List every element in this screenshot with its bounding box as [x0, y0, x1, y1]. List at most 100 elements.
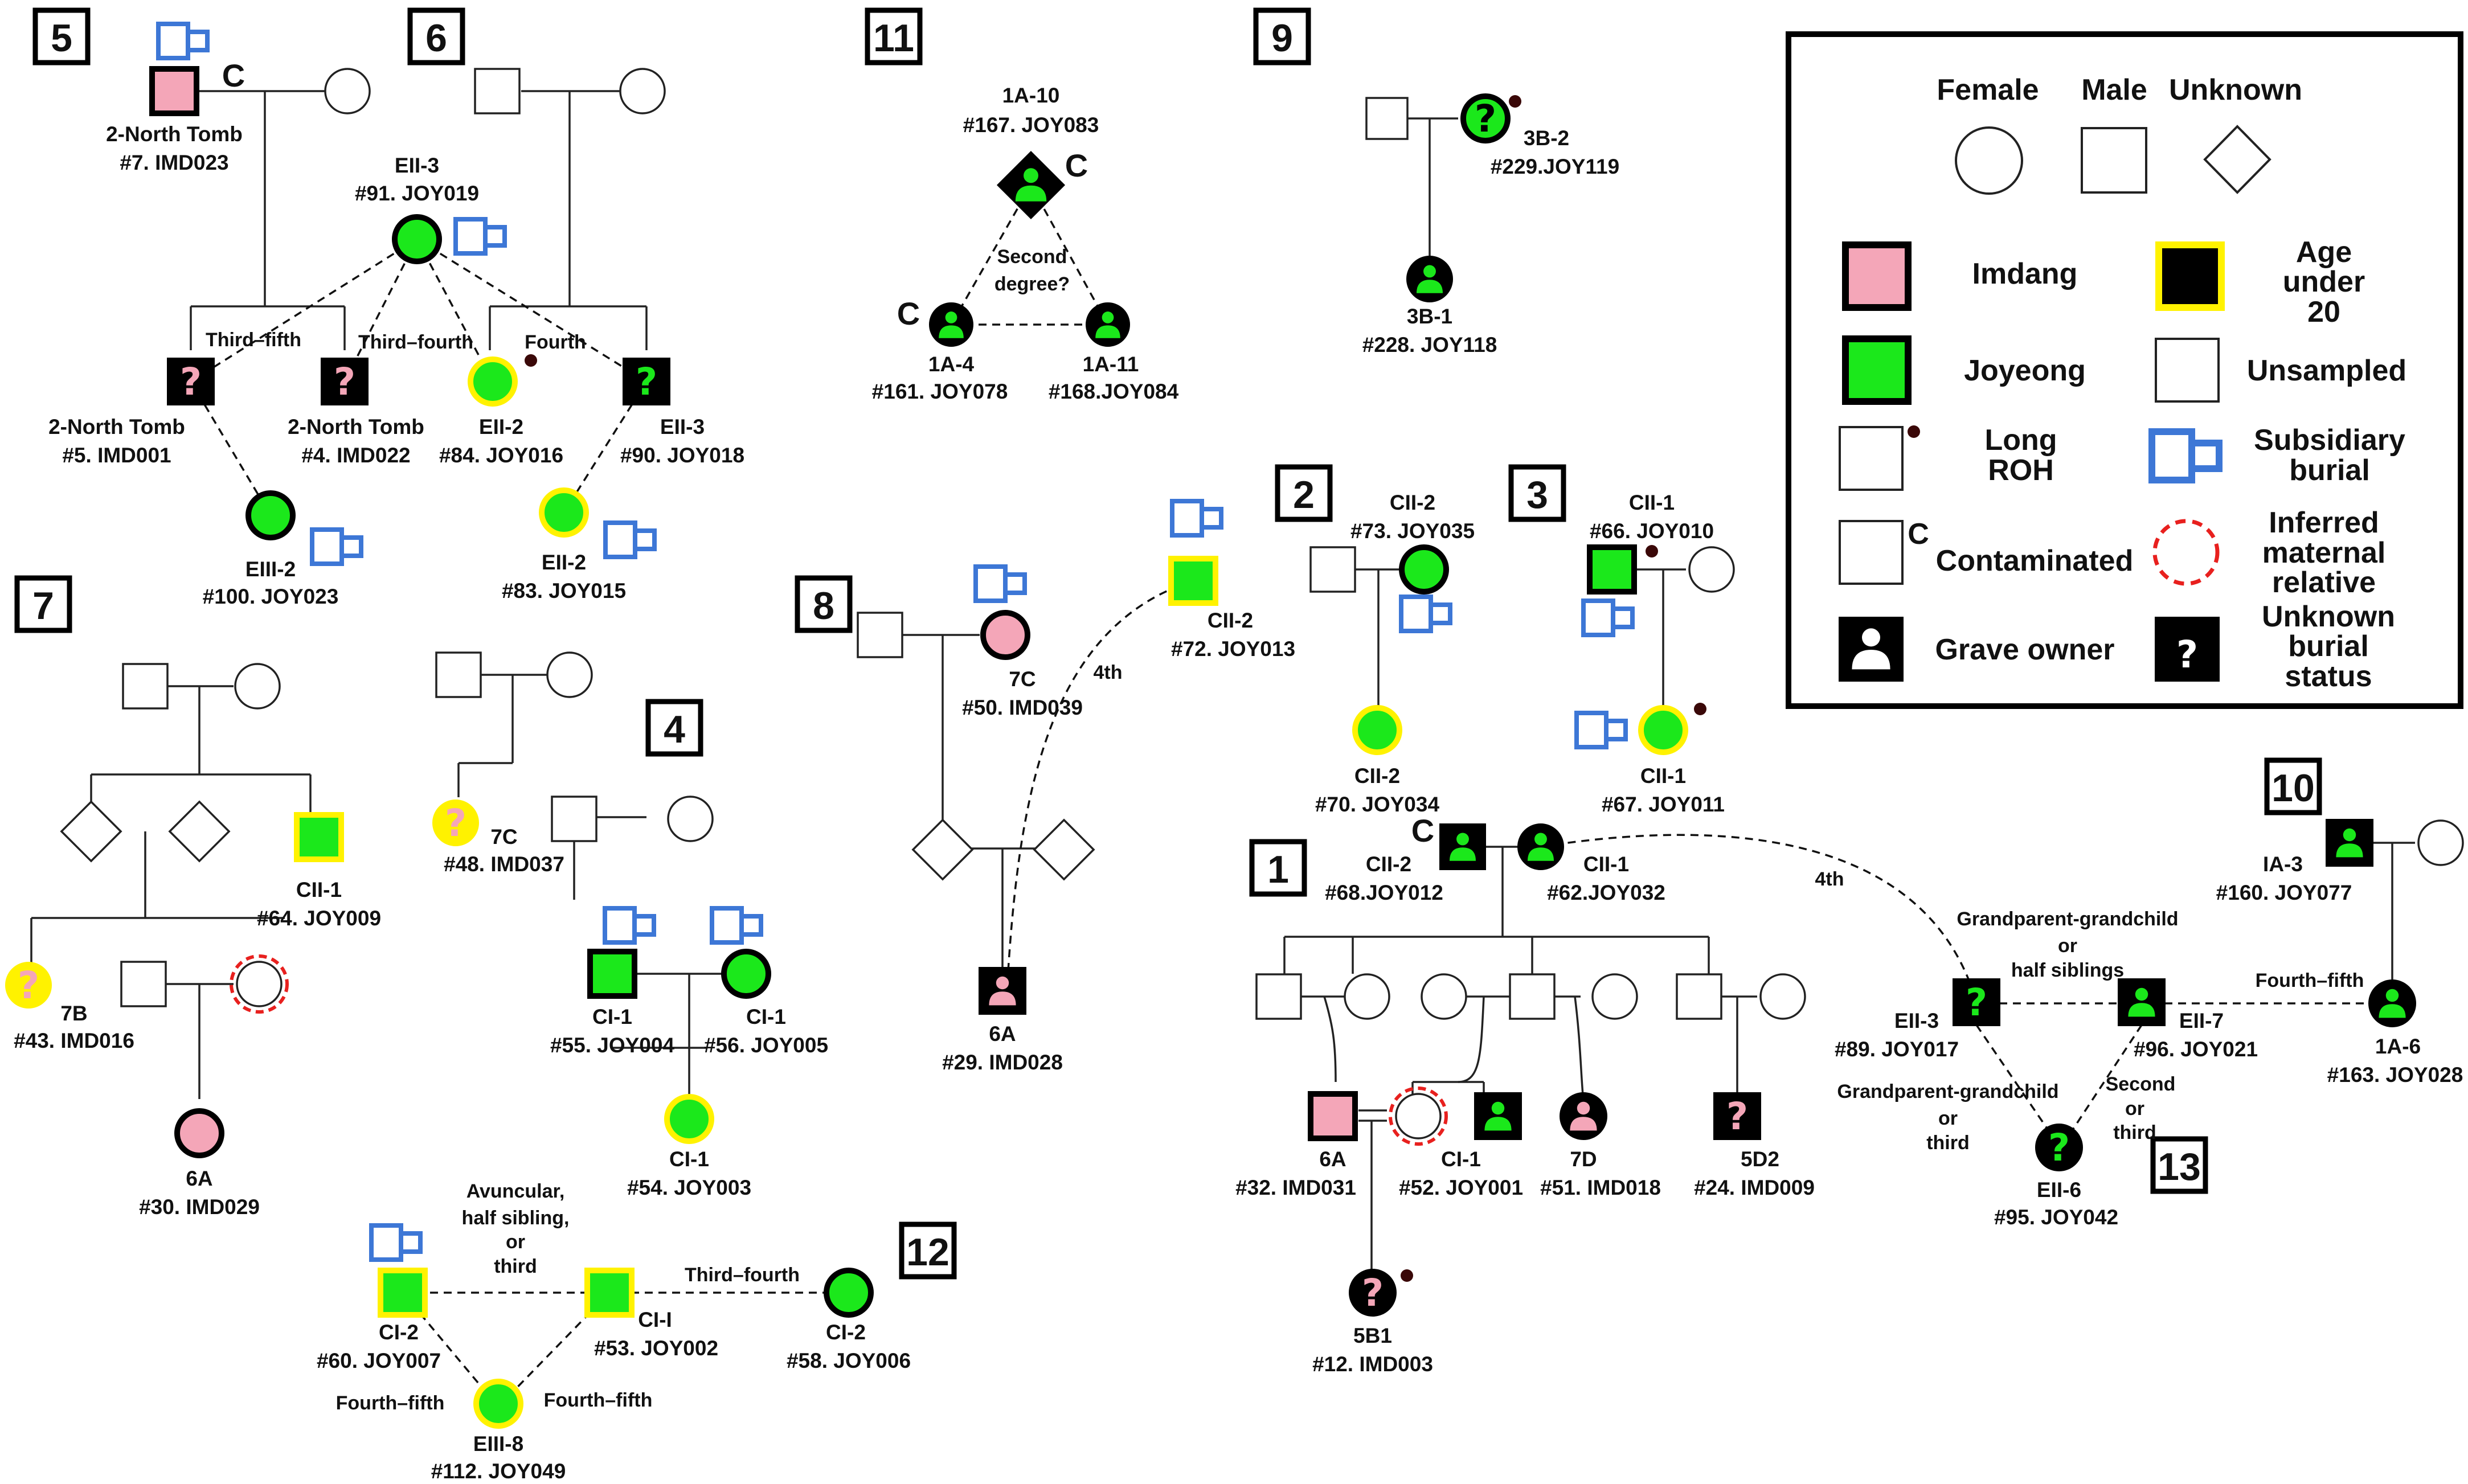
joy077-node	[2326, 819, 2373, 867]
label: or	[2058, 935, 2077, 957]
contaminated-marker: C	[1411, 813, 1434, 848]
label: CI-2	[379, 1321, 419, 1344]
joy002-node	[584, 1268, 635, 1318]
joy016-node	[468, 356, 518, 407]
imd031-node	[1308, 1091, 1358, 1141]
legend-inferred-ring	[2152, 519, 2220, 586]
label: CI-1	[592, 1005, 632, 1028]
female-unsampled	[1688, 546, 1735, 593]
family-number-label: 4	[664, 708, 685, 751]
subsidiary-burial-icon	[973, 564, 1027, 603]
label: Long	[1984, 424, 2057, 457]
male-unsampled	[1509, 973, 1556, 1020]
grave-owner-icon	[2128, 987, 2155, 1017]
family-number-6: 6	[407, 7, 465, 65]
subsidiary-burial-icon	[156, 22, 210, 60]
relation-line	[563, 381, 648, 513]
label: Unknown	[2262, 600, 2395, 633]
male-unsampled	[1255, 973, 1302, 1020]
label: CII-2	[1390, 491, 1435, 514]
grave-owner-icon	[1095, 311, 1120, 338]
legend-roh-dot	[1908, 425, 1920, 438]
female-unsampled	[234, 663, 281, 710]
label: maternal	[2262, 536, 2386, 569]
legend-joyeong-symbol	[1842, 335, 1912, 405]
label: #58. JOY006	[787, 1349, 911, 1372]
family-number-8: 8	[795, 575, 853, 633]
joy021-node	[2118, 978, 2166, 1026]
grave-owner-icon	[2336, 828, 2363, 858]
label: half siblings	[2011, 960, 2124, 981]
unknown-burial-icon: ?	[2176, 633, 2198, 677]
joy007-node	[378, 1268, 428, 1318]
family-number-9: 9	[1253, 7, 1311, 65]
joy005-node	[721, 949, 771, 999]
label: Third–fourth	[358, 331, 473, 353]
long-roh-dot	[1509, 95, 1521, 108]
label: EIII-8	[473, 1432, 523, 1456]
legend-unsampled-symbol	[2155, 338, 2220, 403]
label: Grave owner	[1935, 633, 2114, 666]
label: or	[506, 1231, 525, 1253]
family-number-7: 7	[14, 575, 72, 633]
label: #168.JOY084	[1049, 380, 1179, 403]
label: Fourth–fifth	[2256, 970, 2364, 991]
subsidiary-burial-icon	[310, 527, 363, 566]
relation-line	[190, 381, 272, 516]
imd003-node: ?	[1349, 1269, 1397, 1317]
female-unsampled	[2417, 819, 2464, 866]
label: #51. IMD018	[1540, 1176, 1661, 1199]
label: 4th	[1815, 868, 1844, 890]
male-unsampled	[120, 961, 167, 1007]
label: EII-2	[542, 551, 586, 574]
joy019-node	[392, 214, 442, 264]
legend-imdang-symbol	[1842, 241, 1912, 311]
label: 1A-10	[1002, 84, 1060, 107]
relation-line	[2064, 1024, 2143, 1142]
label: #83. JOY015	[502, 579, 626, 602]
female-unsampled	[324, 68, 371, 114]
joy013-node	[1168, 556, 1218, 606]
label: 6A	[989, 1022, 1016, 1046]
label: #29. IMD028	[942, 1051, 1063, 1074]
label: EIII-2	[245, 557, 296, 581]
label: Age	[2296, 236, 2352, 269]
imd016-node: ?	[5, 962, 52, 1009]
legend-unknown-symbol	[2203, 125, 2271, 194]
relation-line	[1574, 996, 1585, 1102]
label: #70. JOY034	[1315, 793, 1439, 816]
male-unsampled	[1309, 546, 1356, 593]
label: #52. JOY001	[1399, 1176, 1523, 1199]
contaminated-marker: C	[222, 58, 245, 93]
label: third	[2113, 1122, 2156, 1143]
joy015-node	[539, 487, 589, 538]
label: Unsampled	[2247, 354, 2406, 387]
label: Unknown	[2169, 73, 2302, 106]
label: #90. JOY018	[620, 444, 744, 467]
unknown-sex-unsampled	[60, 800, 122, 863]
label: #160. JOY077	[2216, 881, 2352, 904]
label: Grandparent-grandchild	[1957, 908, 2178, 930]
unknown-burial-icon: ?	[636, 360, 657, 404]
family-number-label: 5	[51, 17, 72, 60]
label: Fourth–fifth	[336, 1392, 445, 1414]
unknown-burial-icon: ?	[180, 360, 202, 404]
joy119-node: ?	[1460, 93, 1511, 144]
label: Grandparent-grandchild	[1837, 1081, 2058, 1102]
relation-line	[1323, 996, 1337, 1083]
grave-owner-icon	[1570, 1101, 1597, 1131]
label: #66. JOY010	[1590, 519, 1714, 543]
joy004-node	[587, 949, 637, 999]
label: CII-1	[1640, 764, 1686, 788]
label: EII-6	[2037, 1178, 2081, 1202]
family-number-label: 3	[1526, 473, 1548, 516]
contaminated-marker: C	[1065, 147, 1088, 183]
joy049-node	[473, 1379, 523, 1429]
label: under	[2283, 265, 2365, 298]
family-number-3: 3	[1508, 464, 1566, 522]
subsidiary-burial-icon	[1574, 711, 1628, 749]
female-unsampled	[1591, 973, 1638, 1020]
label: 4th	[1094, 662, 1123, 683]
